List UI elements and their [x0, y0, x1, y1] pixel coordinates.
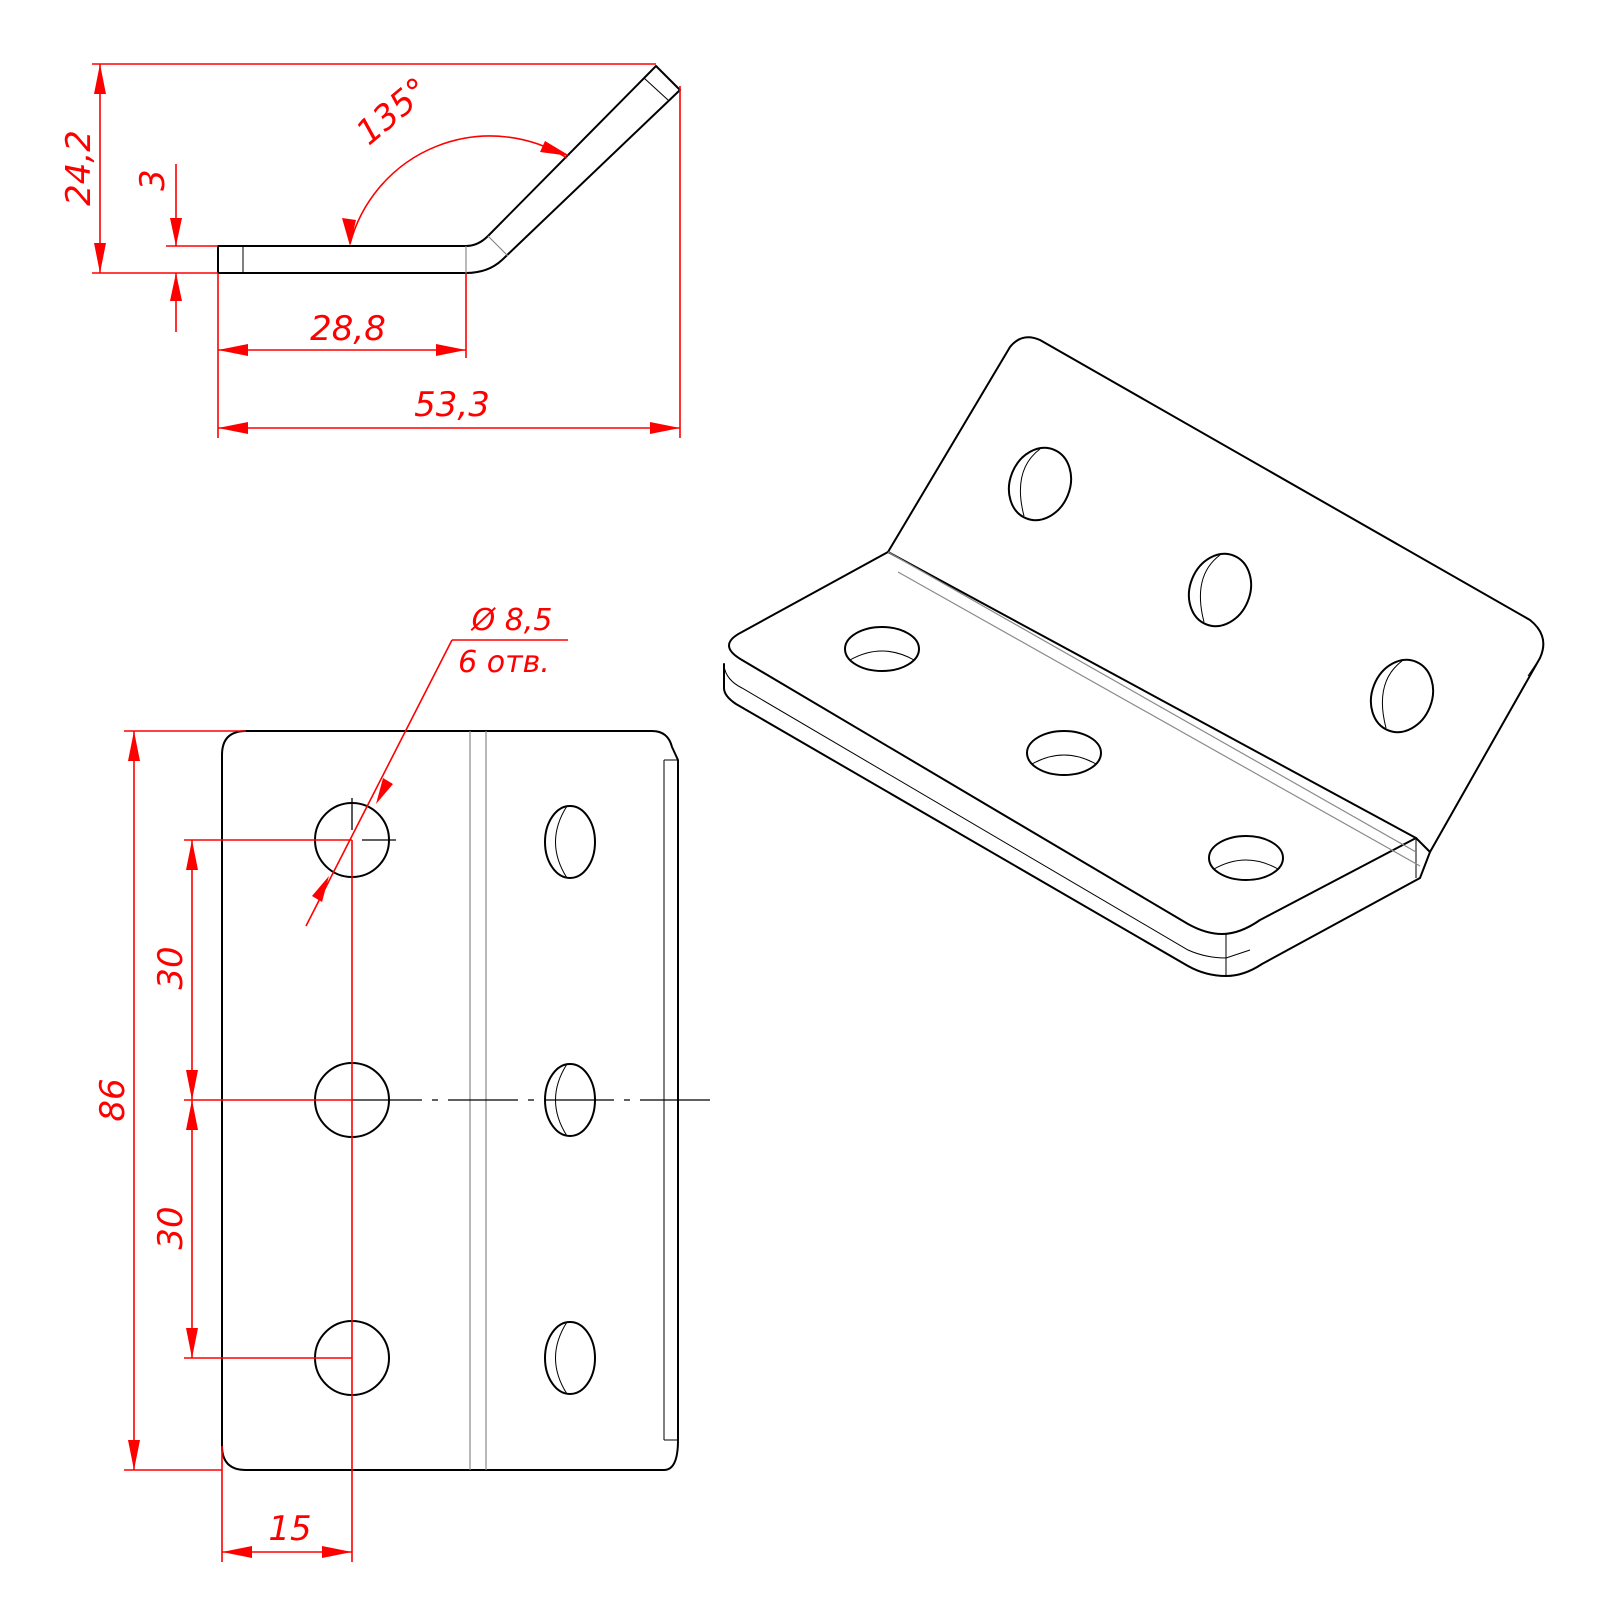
arrowhead: [94, 64, 106, 94]
iso-hole-upper-2: [1187, 552, 1253, 628]
arrowhead: [128, 1440, 140, 1470]
arrowhead: [218, 422, 248, 434]
dim-angle-label: 135°: [349, 70, 437, 153]
iso-bend-line: [897, 571, 1421, 867]
iso-thickness-face: [723, 663, 1431, 977]
isometric-view: [723, 336, 1545, 977]
iso-lower-flange: [728, 551, 1417, 935]
arrowhead: [170, 218, 182, 246]
side-view: 24,2 3 135° 28,8 53,3: [59, 63, 681, 438]
arrowhead: [170, 273, 182, 301]
arrowhead: [222, 1546, 252, 1558]
dim-overall-width-label: 53,3: [414, 385, 490, 425]
iso-bend-line: [887, 551, 1417, 853]
front-view: 86 30 30 15 Ø 8,5 6 отв.: [93, 603, 712, 1562]
iso-upper-flange: [887, 336, 1545, 853]
dim-arc-angle: [349, 135, 568, 245]
dim-height-label: 24,2: [59, 130, 99, 206]
iso-hole-lower-3: [1208, 835, 1284, 881]
dim-pitch-upper-label: 30: [151, 946, 191, 989]
arrowhead: [94, 243, 106, 273]
arrowhead: [376, 778, 393, 804]
arrowhead: [128, 731, 140, 761]
arrowhead: [322, 1546, 352, 1558]
arrowhead: [312, 876, 329, 902]
arrowhead: [540, 141, 570, 156]
arrowhead: [650, 422, 680, 434]
side-view-bend-tangent-2: [487, 235, 509, 257]
arrowhead: [218, 344, 248, 356]
arrowhead: [186, 1328, 198, 1358]
dim-thickness-label: 3: [133, 169, 173, 191]
hole-diameter-label: Ø 8,5: [470, 603, 553, 638]
front-view-outline: [221, 730, 679, 1471]
iso-hole-lower-2: [1026, 730, 1102, 776]
iso-hole-upper-3: [1369, 658, 1435, 734]
hole-right-bottom: [544, 1321, 596, 1395]
iso-hole-upper-1: [1007, 446, 1073, 522]
iso-edge: [1527, 657, 1541, 677]
hole-count-label: 6 отв.: [458, 645, 550, 680]
hole-right-top: [544, 805, 596, 879]
dim-overall-height-label: 86: [93, 1078, 133, 1121]
iso-thickness-face: [723, 665, 1251, 959]
arrowhead: [186, 840, 198, 870]
arrowhead: [342, 218, 356, 246]
arrowhead: [186, 1070, 198, 1100]
dim-pitch-lower-label: 30: [151, 1206, 191, 1249]
iso-hole-lower-1: [844, 626, 920, 672]
arrowhead: [186, 1100, 198, 1130]
arrowhead: [436, 344, 466, 356]
side-view-profile: [217, 65, 681, 274]
dim-edge-offset-label: 15: [268, 1509, 311, 1549]
leader-line: [305, 639, 453, 927]
side-view-edge-top: [643, 77, 669, 101]
dim-flat-length-label: 28,8: [310, 309, 386, 349]
